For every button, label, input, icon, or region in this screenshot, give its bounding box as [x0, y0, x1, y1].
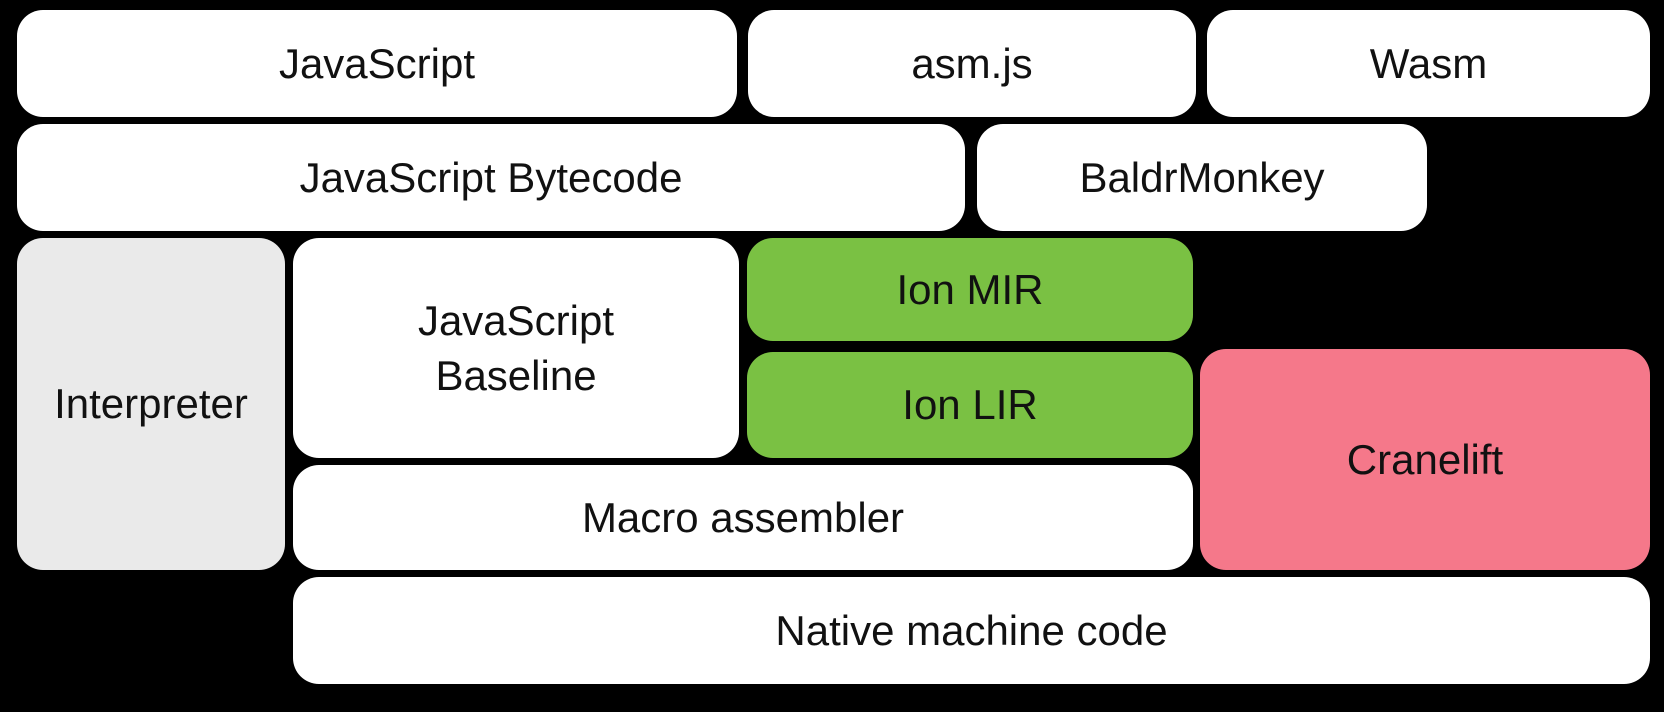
box-javascript-baseline: JavaScript Baseline — [293, 238, 739, 458]
box-wasm-label: Wasm — [1369, 39, 1488, 87]
box-cranelift: Cranelift — [1200, 349, 1650, 570]
box-macro-assembler: Macro assembler — [293, 465, 1193, 570]
box-asmjs: asm.js — [748, 10, 1196, 117]
box-interpreter-label: Interpreter — [54, 380, 248, 428]
box-javascript-baseline-label: JavaScript Baseline — [417, 296, 615, 399]
box-javascript: JavaScript — [17, 10, 737, 117]
box-wasm: Wasm — [1207, 10, 1650, 117]
box-macro-assembler-label: Macro assembler — [581, 493, 905, 541]
box-cranelift-label: Cranelift — [1346, 435, 1504, 483]
box-native-machine-code: Native machine code — [293, 577, 1650, 684]
box-asmjs-label: asm.js — [911, 39, 1033, 87]
box-ion-lir-label: Ion LIR — [902, 381, 1038, 429]
box-ion-mir-label: Ion MIR — [896, 265, 1044, 313]
box-ion-mir: Ion MIR — [747, 238, 1193, 341]
box-native-machine-code-label: Native machine code — [775, 606, 1168, 654]
box-javascript-bytecode: JavaScript Bytecode — [17, 124, 965, 231]
box-javascript-bytecode-label: JavaScript Bytecode — [299, 153, 683, 201]
box-baldrmonkey-label: BaldrMonkey — [1079, 153, 1325, 201]
box-interpreter: Interpreter — [17, 238, 285, 570]
box-javascript-label: JavaScript — [278, 39, 476, 87]
box-baldrmonkey: BaldrMonkey — [977, 124, 1427, 231]
box-ion-lir: Ion LIR — [747, 352, 1193, 458]
